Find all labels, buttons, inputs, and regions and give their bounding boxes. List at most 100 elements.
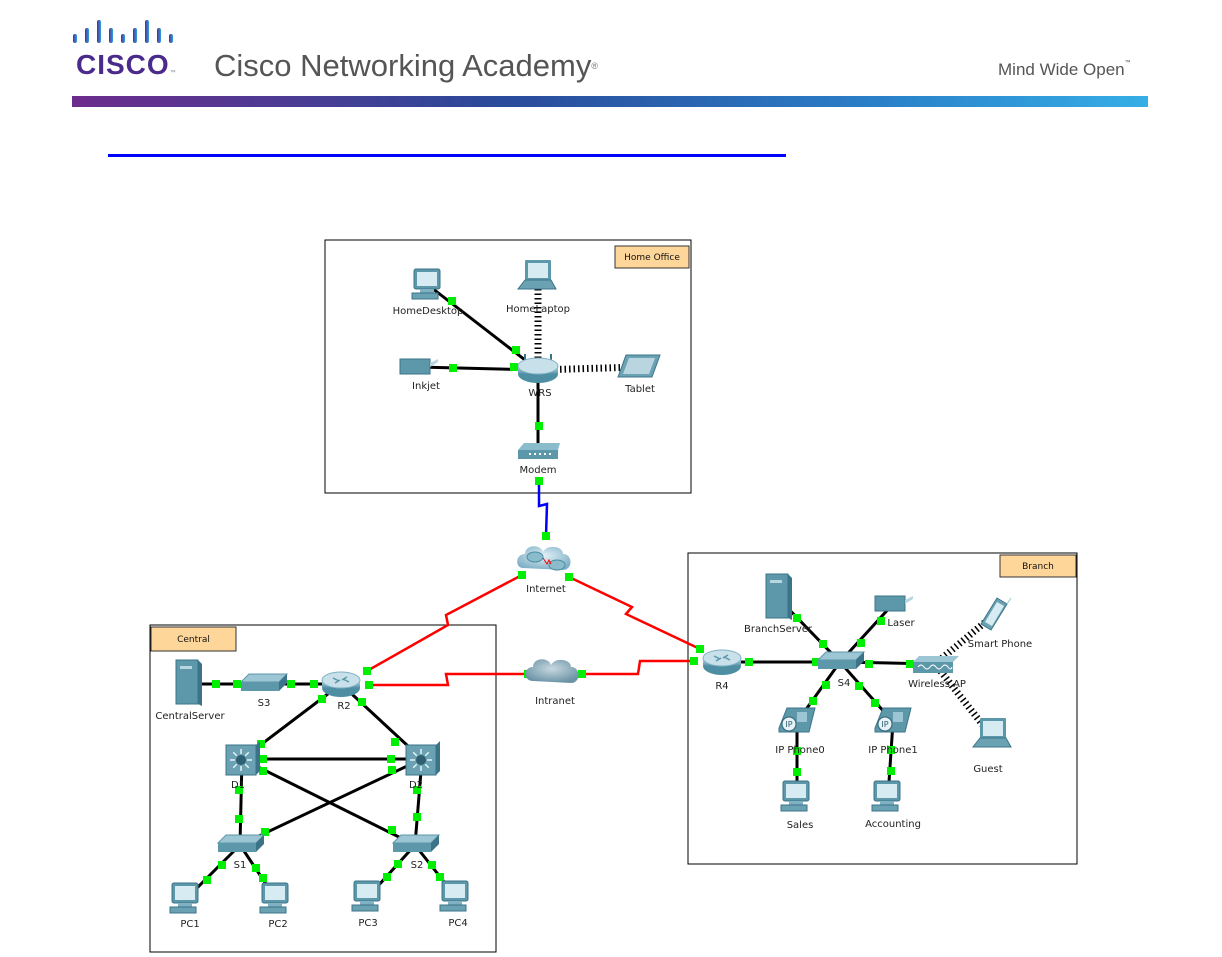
device-pc2[interactable]: PC2 [259,882,289,930]
brand-tm: ™ [169,70,177,76]
port-status-light [518,571,526,579]
area-label: Branch [1022,562,1054,572]
device-wrs[interactable]: WRS [517,354,559,399]
ip-phone-icon: IP [874,707,912,733]
port-status-light [510,363,518,371]
pc-icon [871,780,901,812]
area-border [149,624,497,953]
device-label: PC2 [268,919,287,930]
device-tablet[interactable]: Tablet [617,354,661,395]
device-homelaptop[interactable]: HomeLaptop [506,260,570,315]
port-status-light [259,874,267,882]
port-status-light [363,667,371,675]
device-centralserver[interactable]: CentralServer [155,659,225,722]
switch-icon [216,834,266,852]
port-status-light [318,695,326,703]
printer-icon [874,595,913,612]
device-d1[interactable]: D1 [225,741,260,791]
access-point-icon [913,656,959,673]
port-status-light [812,658,820,666]
port-status-light [257,740,265,748]
title-text: Cisco Networking Academy [214,48,592,83]
port-status-light [212,680,220,688]
link-intranet-r4[interactable] [582,659,694,676]
link-r2-intranet[interactable] [369,672,528,687]
device-r2[interactable]: R2 [321,671,361,712]
pc-icon [351,880,381,912]
device-label: Sales [787,820,814,831]
device-intranet[interactable]: Intranet [525,659,579,707]
port-status-light [822,681,830,689]
device-sales[interactable]: Sales [780,780,814,831]
device-label: IP Phone1 [868,745,918,756]
device-s2[interactable]: S2 [391,834,441,871]
cloud-internet-icon [517,546,571,571]
switch-icon [816,651,866,669]
pc-icon [780,780,810,812]
device-internet[interactable]: Internet [517,546,571,595]
device-inkjet[interactable]: Inkjet [399,358,440,392]
area-label-box[interactable] [999,554,1077,578]
multilayer-switch-icon [405,741,440,776]
device-guest[interactable]: Guest [971,718,1012,775]
port-status-light [383,873,391,881]
device-wirelessap[interactable]: Wireless AP [908,656,966,690]
device-accounting[interactable]: Accounting [865,780,921,830]
link-homedesktop-wrs[interactable] [427,283,539,372]
server-icon [765,573,792,620]
switch-icon [239,673,289,691]
device-s3[interactable]: S3 [239,673,289,709]
device-s1[interactable]: S1 [216,834,266,871]
port-status-light [436,873,444,881]
device-label: IP Phone0 [775,745,825,756]
port-status-light [696,645,704,653]
port-status-light [793,614,801,622]
port-status-light [287,680,295,688]
wireless-router-icon [517,354,559,383]
device-label: HomeLaptop [506,304,570,315]
device-homedesktop[interactable]: HomeDesktop [393,268,464,317]
device-label: Laser [887,618,915,629]
port-status-light [261,828,269,836]
port-status-light [203,876,211,884]
device-label: HomeDesktop [393,306,464,317]
port-status-light [388,826,396,834]
pc-icon [259,882,289,914]
device-label: Tablet [624,384,655,395]
tagline: Mind Wide Open™ [998,60,1131,80]
device-r4[interactable]: R4 [702,649,742,692]
port-status-light [391,738,399,746]
link-internet-r4[interactable] [568,575,701,651]
area-home: Home Office [324,239,692,494]
device-modem[interactable]: Modem [518,443,560,476]
device-label: Inkjet [412,381,440,392]
link-modem-internet[interactable] [537,481,549,537]
router-icon [321,671,361,697]
device-smartphone[interactable]: Smart Phone [968,597,1032,650]
device-pc4[interactable]: PC4 [439,880,469,929]
device-label: Accounting [865,819,921,830]
device-laser[interactable]: Laser [874,595,915,629]
device-s4[interactable]: S4 [816,651,866,689]
area-label-box[interactable] [150,626,237,652]
port-status-light [745,658,753,666]
device-pc1[interactable]: PC1 [169,882,200,930]
device-ipphone1[interactable]: IP IP Phone1 [868,707,918,756]
link-internet-r2[interactable] [366,573,523,673]
device-label: Wireless AP [908,679,966,690]
coax-cable [537,481,549,537]
link-tablet-wrs[interactable] [537,363,639,374]
device-pc3[interactable]: PC3 [351,880,381,929]
device-label: R4 [715,681,728,692]
tagline-tm: ™ [1124,60,1131,66]
pc-icon [411,268,441,300]
port-status-light [877,617,885,625]
device-d2[interactable]: D2 [405,741,440,791]
area-label-box[interactable] [614,245,690,269]
port-status-light [855,682,863,690]
device-label: PC4 [448,918,467,929]
device-branchserver[interactable]: BranchServer [744,573,813,635]
device-label: BranchServer [744,624,813,635]
device-label: S2 [411,860,424,871]
